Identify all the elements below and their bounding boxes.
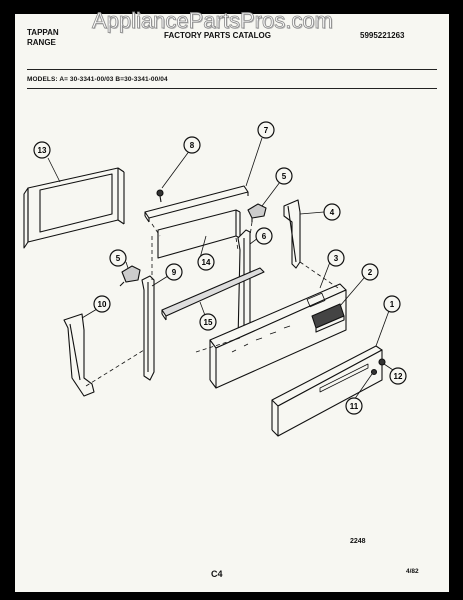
watermark-text: AppliancePartsPros.com bbox=[92, 8, 334, 34]
svg-text:12: 12 bbox=[394, 372, 403, 381]
header-rule-bottom bbox=[27, 88, 437, 89]
part-inner-panel bbox=[157, 209, 241, 259]
svg-text:15: 15 bbox=[204, 318, 213, 327]
svg-text:6: 6 bbox=[262, 232, 267, 241]
figure-code: 2248 bbox=[350, 538, 366, 545]
part-end-cap-right bbox=[283, 199, 301, 269]
part-front-trim bbox=[271, 345, 383, 437]
svg-text:9: 9 bbox=[172, 268, 177, 277]
callout-7: 7 bbox=[257, 121, 275, 139]
callout-2: 2 bbox=[361, 263, 379, 281]
callout-9: 9 bbox=[165, 263, 183, 281]
callout-11: 11 bbox=[345, 397, 363, 415]
part-top-trim bbox=[144, 185, 249, 223]
callout-5-upper: 5 bbox=[275, 167, 293, 185]
svg-text:5: 5 bbox=[282, 172, 287, 181]
catalog-sheet bbox=[15, 14, 449, 592]
part-trim-strip bbox=[161, 267, 265, 321]
callout-10: 10 bbox=[93, 295, 111, 313]
part-screw-top bbox=[156, 189, 164, 203]
brand-label: TAPPAN RANGE bbox=[27, 28, 59, 48]
svg-text:10: 10 bbox=[98, 300, 107, 309]
part-bracket-lower bbox=[119, 265, 141, 287]
catalog-title: FACTORY PARTS CATALOG bbox=[164, 31, 271, 40]
part-side-bracket-left bbox=[141, 275, 155, 381]
part-timer-module bbox=[311, 303, 345, 333]
svg-text:8: 8 bbox=[190, 141, 195, 150]
callout-1: 1 bbox=[383, 295, 401, 313]
callout-15: 15 bbox=[199, 313, 217, 331]
models-line: MODELS: A= 30-3341-00/03 B=30-3341-00/04 bbox=[27, 76, 168, 83]
svg-text:7: 7 bbox=[264, 126, 269, 135]
svg-text:13: 13 bbox=[38, 146, 47, 155]
part-rear-panel bbox=[23, 167, 125, 249]
brand-line-2: RANGE bbox=[27, 38, 56, 47]
callout-6: 6 bbox=[255, 227, 273, 245]
callout-14: 14 bbox=[197, 253, 215, 271]
callout-3: 3 bbox=[327, 249, 345, 267]
callout-5-lower: 5 bbox=[109, 249, 127, 267]
svg-text:1: 1 bbox=[390, 300, 395, 309]
part-end-cap-left bbox=[63, 313, 95, 397]
header-rule-top bbox=[27, 69, 437, 70]
callout-markers: 13 8 7 5 4 14 bbox=[33, 121, 407, 415]
leader-lines bbox=[47, 137, 397, 401]
part-clip bbox=[378, 358, 386, 366]
svg-text:5: 5 bbox=[116, 254, 121, 263]
callout-13: 13 bbox=[33, 141, 51, 159]
revision-date: 4/82 bbox=[406, 568, 419, 575]
svg-text:14: 14 bbox=[202, 258, 211, 267]
svg-text:3: 3 bbox=[334, 254, 339, 263]
svg-text:4: 4 bbox=[330, 208, 335, 217]
part-control-panel bbox=[209, 283, 347, 389]
svg-text:11: 11 bbox=[350, 402, 359, 411]
assembly-guides bbox=[85, 221, 339, 387]
callout-4: 4 bbox=[323, 203, 341, 221]
part-bracket-upper bbox=[247, 203, 267, 222]
page-code: C4 bbox=[211, 569, 223, 579]
brand-line-1: TAPPAN bbox=[27, 28, 59, 37]
callout-12: 12 bbox=[389, 367, 407, 385]
callout-8: 8 bbox=[183, 136, 201, 154]
part-screw-small bbox=[370, 368, 378, 376]
svg-text:2: 2 bbox=[368, 268, 373, 277]
document-number: 5995221263 bbox=[360, 31, 405, 40]
